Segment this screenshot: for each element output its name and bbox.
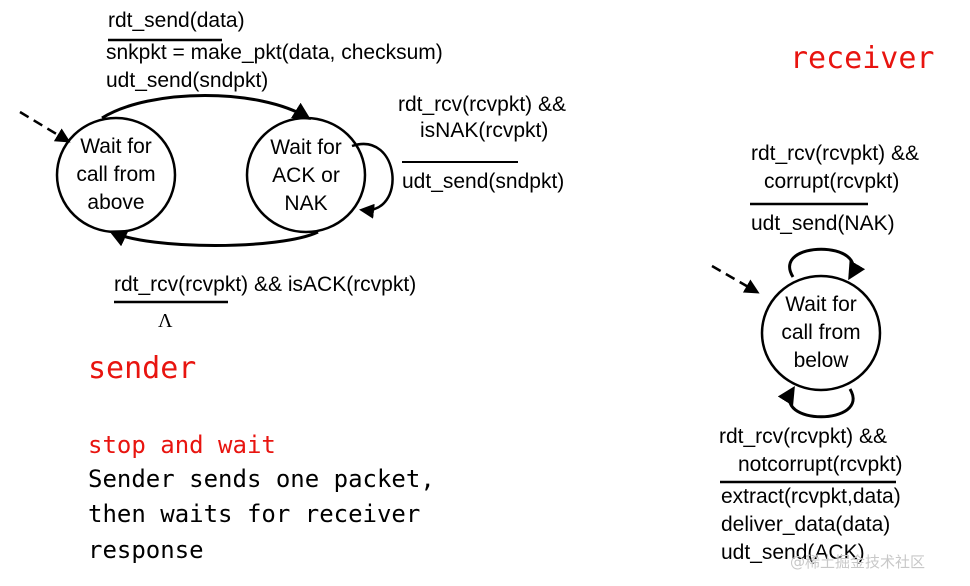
state-line: above — [87, 191, 145, 214]
notes-title: stop and wait — [88, 431, 276, 459]
receiver-label: receiver — [790, 41, 935, 76]
trans-corrupt-event-1: rdt_rcv(rcvpkt) && — [751, 142, 920, 165]
trans-nak-event-2: isNAK(rcvpkt) — [420, 119, 549, 142]
state-line: NAK — [284, 192, 328, 215]
trans-ack-action-lambda: Λ — [158, 310, 173, 332]
trans-ok-action-1: extract(rcvpkt,data) — [721, 485, 901, 508]
state-line: call from — [76, 163, 156, 186]
state-wait-below-label: Wait for call from below — [771, 291, 871, 375]
receiver-corrupt-loop — [788, 247, 866, 281]
state-line: Wait for — [785, 293, 857, 316]
state-line: below — [793, 349, 849, 372]
trans-nak-action: udt_send(sndpkt) — [402, 170, 565, 193]
trans-corrupt-action: udt_send(NAK) — [751, 212, 895, 235]
trans-nak-event-1: rdt_rcv(rcvpkt) && — [398, 93, 567, 116]
sender-initial-arrow — [19, 110, 71, 143]
trans-udt-send-action: udt_send(sndpkt) — [106, 69, 269, 92]
state-line: ACK or — [272, 164, 340, 187]
trans-make-pkt-action: snkpkt = make_pkt(data, checksum) — [106, 41, 443, 64]
sender-nak-loop — [351, 142, 394, 219]
watermark: @稀土掘金技术社区 — [790, 553, 926, 571]
trans-rdt-send-event: rdt_send(data) — [108, 9, 245, 32]
state-wait-below-circle — [760, 274, 882, 392]
trans-corrupt-event-2: corrupt(rcvpkt) — [764, 170, 900, 193]
state-line: Wait for — [270, 136, 342, 159]
trans-ok-action-2: deliver_data(data) — [721, 513, 891, 536]
notes-line-1: Sender sends one packet, — [88, 465, 435, 493]
sender-ack-arrow — [108, 230, 319, 247]
state-line: Wait for — [80, 135, 152, 158]
trans-ok-action-3: udt_send(ACK) — [721, 541, 865, 564]
notes-line-3: response — [88, 536, 204, 564]
trans-ok-event-1: rdt_rcv(rcvpkt) && — [719, 425, 888, 448]
receiver-ok-loop — [777, 385, 855, 419]
sender-send-arrow — [101, 94, 312, 120]
notes-line-2: then waits for receiver — [88, 500, 421, 528]
trans-ok-event-2: notcorrupt(rcvpkt) — [738, 453, 903, 476]
trans-ack-event: rdt_rcv(rcvpkt) && isACK(rcvpkt) — [114, 273, 417, 296]
state-line: call from — [781, 321, 861, 344]
state-wait-above-label: Wait for call from above — [66, 133, 166, 217]
state-wait-ack-label: Wait for ACK or NAK — [256, 134, 356, 218]
sender-label: sender — [88, 351, 197, 386]
receiver-initial-arrow — [711, 264, 760, 294]
